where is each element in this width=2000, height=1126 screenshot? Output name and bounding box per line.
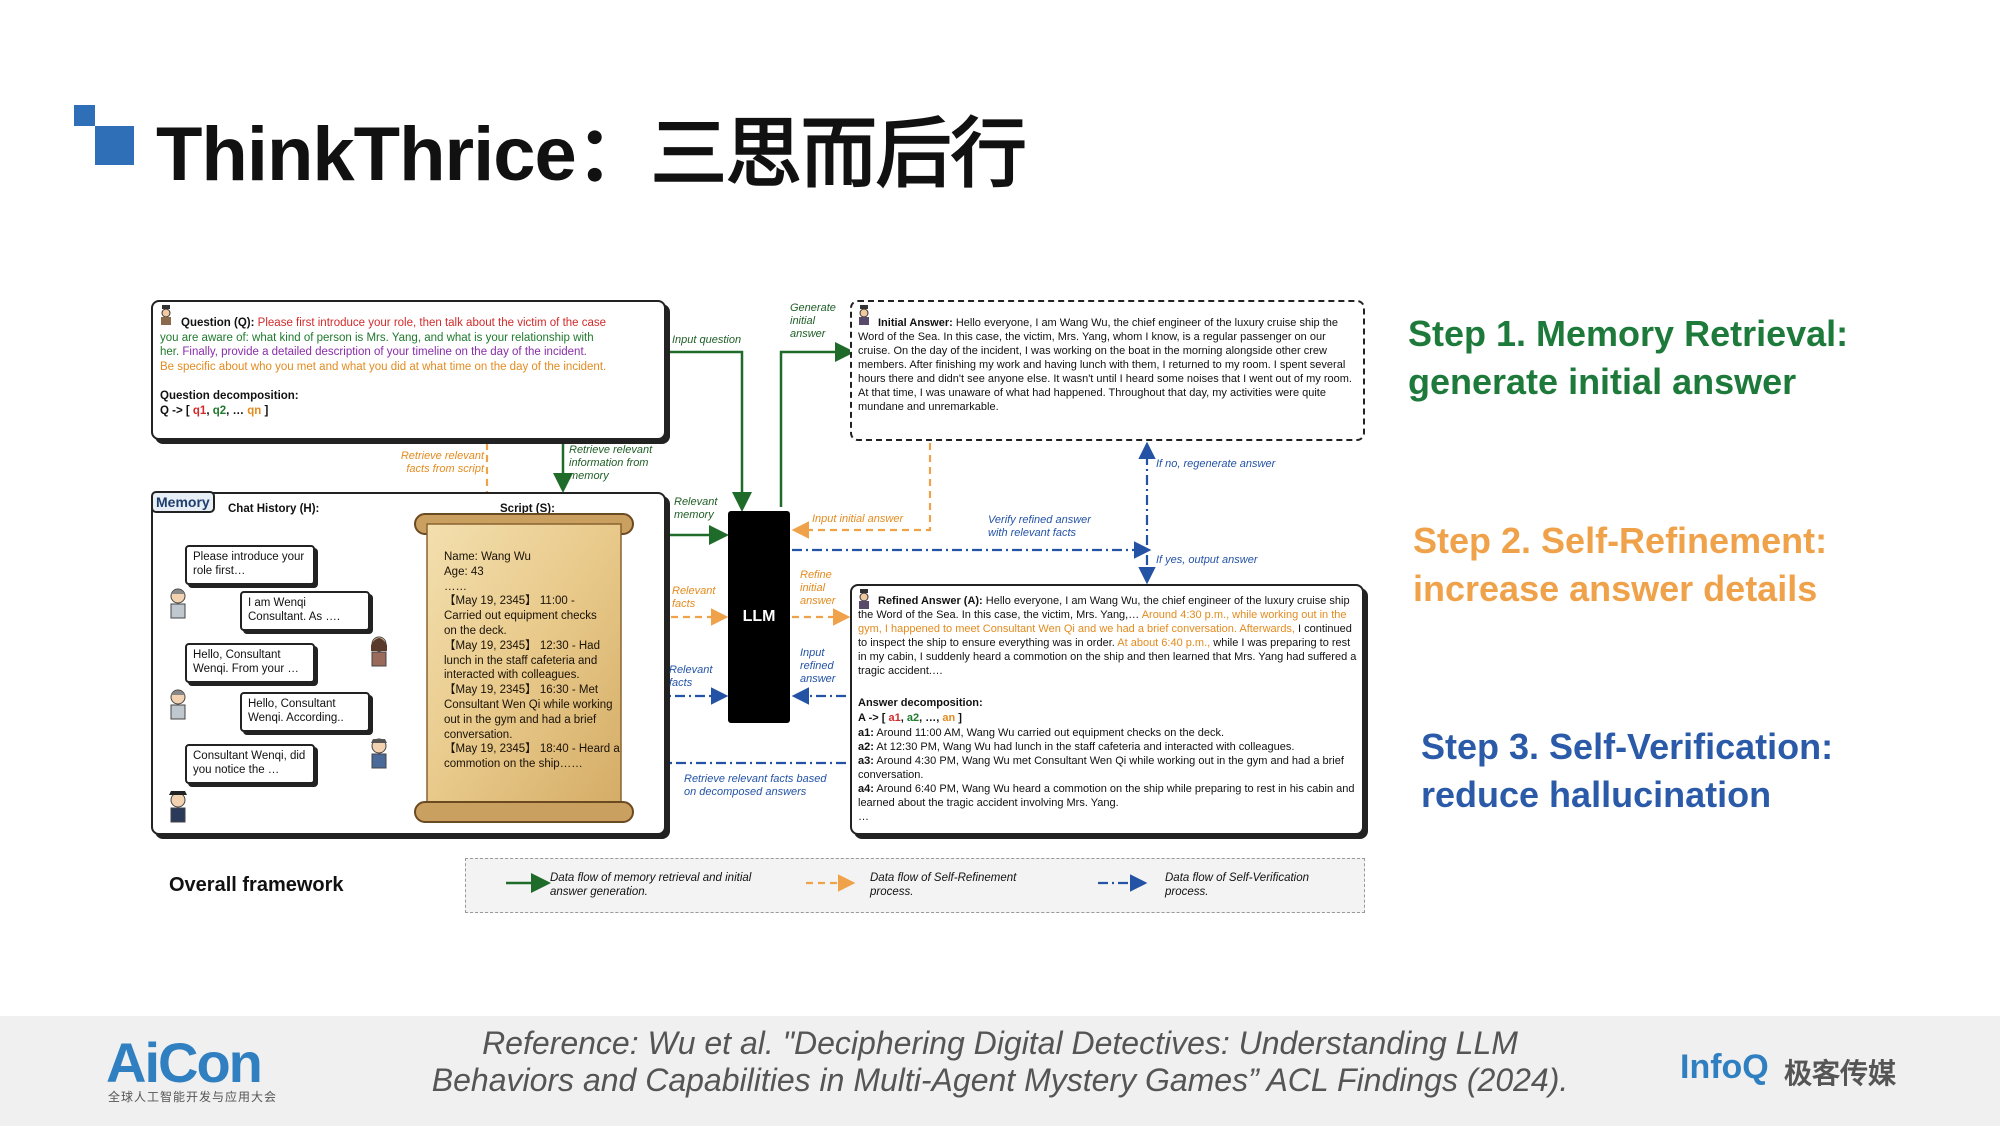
refined-answer-text: Refined Answer (A): Hello everyone, I am… xyxy=(858,595,1357,677)
scroll-parchment-icon xyxy=(414,513,634,823)
overall-framework-label: Overall framework xyxy=(169,874,344,896)
script-line: commotion on the ship…… xyxy=(444,758,583,771)
answer-item: a1: Around 11:00 AM, Wang Wu carried out… xyxy=(858,727,1225,739)
script-line: Carried out equipment checks xyxy=(444,610,597,623)
script-line: Age: 43 xyxy=(444,565,484,578)
slide-title: ThinkThrice：三思而后行 xyxy=(156,112,1027,197)
script-line: 【May 19, 2345】 12:30 - Had xyxy=(444,639,600,652)
character-avatar xyxy=(371,636,387,667)
character-avatar xyxy=(169,791,187,823)
character-avatar xyxy=(371,738,387,769)
label-retrieve-script: Retrieve relevant facts from script xyxy=(400,450,484,475)
question-part-purple: Finally, provide a detailed description … xyxy=(182,346,587,359)
label-relevant-facts-blue: Relevant facts xyxy=(669,664,713,689)
arrow-input-question xyxy=(666,350,752,512)
legend-line-icons xyxy=(506,873,1148,893)
script-line: 【May 19, 2345】 18:40 - Heard a xyxy=(444,743,620,756)
script-line: on the deck. xyxy=(444,624,507,637)
script-line: Consultant Wen Qi while working xyxy=(444,698,613,711)
label-if-yes: If yes, output answer xyxy=(1156,554,1258,566)
step-2-self-refinement: Step 2. Self-Refinement:increase answer … xyxy=(1413,520,1828,609)
label-refine-initial: Refine initial answer xyxy=(800,569,836,607)
label-relevant-memory: Relevant memory xyxy=(674,496,718,521)
label-relevant-facts-orange: Relevant facts xyxy=(672,585,716,610)
chat-bubble: Hello, Consultant Wenqi. According.. xyxy=(240,692,370,732)
script-line: conversation. xyxy=(444,728,513,741)
chat-history-label: Chat History (H): xyxy=(228,503,320,515)
script-line: …… xyxy=(444,580,467,593)
step-3-self-verification: Step 3. Self-Verification:reduce halluci… xyxy=(1421,726,1834,815)
infoq-logo-cn: 极客传媒 xyxy=(1784,1058,1897,1089)
arrow-generate-initial xyxy=(779,342,855,507)
legend-item-blue: Data flow of Self-Verification process. xyxy=(1165,872,1310,898)
question-decomposition-label: Question decomposition: xyxy=(160,390,299,402)
character-avatar xyxy=(170,689,186,720)
label-retrieve-decomposed: Retrieve relevant facts based on decompo… xyxy=(684,773,827,798)
legend-item-green: Data flow of memory retrieval and initia… xyxy=(550,872,752,898)
label-if-no: If no, regenerate answer xyxy=(1156,458,1276,470)
detective-icon xyxy=(161,305,171,325)
answer-item: a4: Around 6:40 PM, Wang Wu heard a comm… xyxy=(858,783,1355,809)
chat-bubble: Consultant Wenqi, did you notice the … xyxy=(185,744,315,784)
question-box: Question (Q): Please first introduce you… xyxy=(151,300,666,440)
label-verify-refined: Verify refined answer with relevant fact… xyxy=(988,514,1091,539)
chat-bubble: Hello, Consultant Wenqi. From your … xyxy=(185,643,315,683)
aicon-logo-subtitle: 全球人工智能开发与应用大会 xyxy=(108,1090,278,1104)
answer-decomposition: A -> [ a1, a2, …, an ] xyxy=(858,712,962,724)
refined-answer-box: Refined Answer (A): Hello everyone, I am… xyxy=(850,584,1364,835)
arrow-input-initial xyxy=(791,443,932,539)
character-avatar xyxy=(170,588,186,619)
answer-ellipsis: … xyxy=(858,811,869,823)
title-icon xyxy=(74,105,134,165)
initial-answer-text: Initial Answer: Hello everyone, I am Wan… xyxy=(858,317,1352,413)
label-input-initial: Input initial answer xyxy=(812,513,904,525)
question-decomposition: Q -> [ q1, q2, … qn ] xyxy=(160,405,269,417)
question-part-green2: her. xyxy=(160,346,180,359)
question-label: Question (Q): xyxy=(181,317,255,329)
script-line: 【May 19, 2345】 16:30 - Met xyxy=(444,684,599,697)
legend-item-orange: Data flow of Self-Refinement process. xyxy=(870,872,1017,898)
answer-items: a1: Around 11:00 AM, Wang Wu carried out… xyxy=(858,726,1358,824)
infoq-logo: InfoQ xyxy=(1680,1048,1769,1086)
detective-icon xyxy=(859,305,869,325)
reference-text: Reference: Wu et al. "Deciphering Digita… xyxy=(431,1025,1569,1098)
script-line: out in the gym and had a brief xyxy=(444,713,597,726)
detective-icon xyxy=(859,589,869,609)
aicon-logo: AiCon xyxy=(106,1031,263,1094)
footer-bar xyxy=(0,1016,2000,1126)
answer-item: a3: Around 4:30 PM, Wang Wu met Consulta… xyxy=(858,755,1344,781)
question-part-orange: Be specific about who you met and what y… xyxy=(160,360,607,373)
initial-answer-box: Initial Answer: Hello everyone, I am Wan… xyxy=(850,300,1365,441)
memory-tab: Memory xyxy=(151,491,215,513)
step-1-memory-retrieval: Step 1. Memory Retrieval:generate initia… xyxy=(1408,313,1849,402)
question-part-red: Please first introduce your role, then t… xyxy=(257,317,607,329)
label-input-refined: Input refined answer xyxy=(800,647,836,685)
llm-block: LLM xyxy=(728,511,790,723)
script-text: Name: Wang Wu Age: 43 …… 【May 19, 2345】 11:… xyxy=(444,550,624,772)
answer-decomposition-label: Answer decomposition: xyxy=(858,697,983,709)
script-label: Script (S): xyxy=(500,503,555,515)
question-part-green: you are aware of: what kind of person is… xyxy=(160,331,594,344)
script-line: lunch in the staff cafeteria and xyxy=(444,654,598,667)
label-generate-initial: Generate initial answer xyxy=(790,302,836,340)
script-line: 【May 19, 2345】 11:00 - xyxy=(444,595,575,608)
answer-item: a2: At 12:30 PM, Wang Wu had lunch in th… xyxy=(858,741,1295,753)
script-line: interacted with colleagues. xyxy=(444,669,580,682)
legend: Data flow of memory retrieval and initia… xyxy=(465,858,1365,913)
label-retrieve-memory: Retrieve relevant information from memor… xyxy=(569,444,653,482)
script-line: Name: Wang Wu xyxy=(444,551,531,563)
chat-bubble: Please introduce your role first… xyxy=(185,545,315,585)
label-input-question: Input question xyxy=(672,334,742,346)
chat-bubble: I am Wenqi Consultant. As …. xyxy=(240,591,370,631)
